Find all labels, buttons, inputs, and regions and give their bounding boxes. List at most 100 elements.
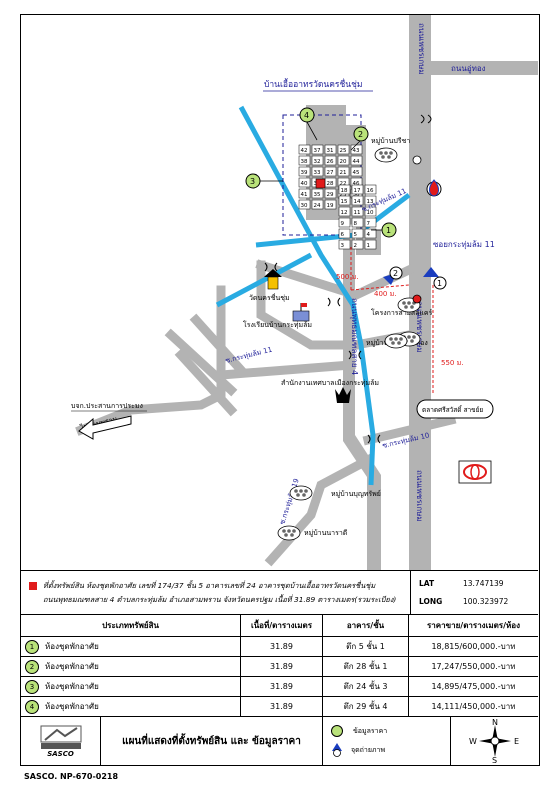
row-area: 31.89 xyxy=(241,637,323,656)
building-block-number: 18 xyxy=(341,188,348,194)
legend-panel: ที่ตั้งทรัพย์สิน ห้องชุดพักอาศัย เลขที่ … xyxy=(21,570,538,765)
legend-footer: SASCO แผนที่แสดงที่ตั้งทรัพย์สิน และ ข้อ… xyxy=(21,717,538,765)
building-block xyxy=(351,228,364,239)
row-building: ตึก 24 ชั้น 3 xyxy=(323,677,409,696)
row-number-badge: 3 xyxy=(25,679,39,694)
long-label: LONG xyxy=(419,596,443,606)
building-block-number: 25 xyxy=(340,148,347,154)
building-block-number: 37 xyxy=(314,148,321,154)
row-type: ห้องชุดพักอาศัย xyxy=(45,642,99,651)
house-dot xyxy=(391,341,395,345)
row-building: ตึก 28 ชั้น 1 xyxy=(323,657,409,676)
village-area: 4237312543383226204439332721454034282246… xyxy=(282,105,381,255)
building-block xyxy=(311,199,324,210)
village-house-icon xyxy=(374,147,398,163)
house-dot xyxy=(399,337,403,341)
building-block-number: 17 xyxy=(354,188,361,194)
header-price: ราคาขาย/ตารางเมตร/ห้อง xyxy=(427,621,520,630)
label-mu-ban-pricha: หมู่บ้านปรีชา xyxy=(371,137,410,145)
header-area: เนื้อที่/ตารางเมตร xyxy=(241,615,323,636)
building-block xyxy=(364,184,377,195)
house-dot xyxy=(379,151,383,155)
building-block xyxy=(324,188,337,199)
house-dot xyxy=(287,529,291,533)
building-block-number: 21 xyxy=(340,170,347,176)
house-dot xyxy=(407,301,411,305)
building-block xyxy=(337,155,350,166)
building-block xyxy=(351,184,364,195)
building-block xyxy=(311,166,324,177)
description-line-1: ที่ตั้งทรัพย์สิน ห้องชุดพักอาศัย เลขที่ … xyxy=(43,580,376,590)
building-block xyxy=(364,195,377,206)
sasco-logo-text: SASCO xyxy=(47,750,74,758)
road-label-petchkasem-mid: ถนนเพชรเกษม xyxy=(415,301,424,353)
row-price: 14,895/475,000.-บาท xyxy=(431,682,516,691)
building-block-number: 29 xyxy=(327,192,334,198)
station-icon-2 xyxy=(412,155,422,304)
building-block-number: 28 xyxy=(327,181,334,187)
price-key-icon xyxy=(331,725,343,737)
road-label-uthong: ถนนอู่ทอง xyxy=(451,64,486,74)
building-block-number: 10 xyxy=(367,210,374,216)
photo-point-1: 1 xyxy=(423,267,447,290)
village-house-icon xyxy=(289,485,313,501)
house-dot xyxy=(397,341,401,345)
building-block xyxy=(311,188,324,199)
building-block-number: 41 xyxy=(301,192,308,198)
building-block-number: 27 xyxy=(327,170,334,176)
phutthamonthon-road xyxy=(343,235,381,570)
price-key-label: ข้อมูลราคา xyxy=(353,726,388,735)
compass-n: N xyxy=(492,719,498,727)
house-dot xyxy=(410,339,414,343)
house-dot xyxy=(296,493,300,497)
subject-property-marker xyxy=(315,178,326,189)
house-dot xyxy=(284,533,288,537)
building-block xyxy=(324,155,337,166)
building-block xyxy=(364,239,377,250)
label-wat: วัดนครชื่นชุ่ม xyxy=(249,293,290,302)
house-dot xyxy=(387,155,391,159)
building-block-number: 13 xyxy=(367,199,374,205)
compass-w: W xyxy=(469,737,477,746)
gas-station-icon xyxy=(426,179,442,197)
building-block xyxy=(311,144,324,155)
building-block-number: 8 xyxy=(354,221,358,227)
price-marker-3-label: 3 xyxy=(250,177,255,186)
building-block xyxy=(324,144,337,155)
building-block-number: 24 xyxy=(314,203,321,209)
road-label-petchkasem-bottom: ถนนเพชรเกษม xyxy=(415,470,424,522)
row-price: 18,815/600,000.-บาท xyxy=(431,642,516,651)
photo-point-2-label: 2 xyxy=(393,269,398,278)
row-area: 31.89 xyxy=(241,677,323,696)
village-house-icon xyxy=(384,333,408,349)
house-dot xyxy=(290,533,294,537)
building-block-number: 7 xyxy=(367,221,371,227)
building-block-number: 14 xyxy=(354,199,361,205)
building-block-number: 22 xyxy=(340,181,347,187)
government-emblem-icon xyxy=(335,387,351,403)
row-type: ห้องชุดพักอาศัย xyxy=(45,682,99,691)
label-post: บจก.ประสานการประมง xyxy=(71,402,143,410)
building-block-number: 2 xyxy=(354,243,358,249)
building-block-number: 20 xyxy=(340,159,347,165)
building-block-number: 32 xyxy=(314,159,321,165)
market-label-box xyxy=(416,399,494,419)
building-block-number: 15 xyxy=(341,199,348,205)
distance-550: 550 ม. xyxy=(441,359,463,367)
building-block-number: 12 xyxy=(341,210,348,216)
building-block-number: 40 xyxy=(301,181,308,187)
lat-value: 13.747139 xyxy=(463,578,504,588)
building-block xyxy=(337,144,350,155)
label-office: สำนักงานเทศบาลเมืองกระทุ่มล้ม xyxy=(281,379,379,387)
temple-icon xyxy=(264,269,282,290)
long-value: 100.323972 xyxy=(463,596,509,606)
building-block-number: 42 xyxy=(301,148,308,154)
building-block-number: 39 xyxy=(301,170,308,176)
sasco-logo: SASCO xyxy=(21,717,101,765)
building-block-number: 36 xyxy=(353,192,360,198)
building-block xyxy=(351,239,364,250)
building-block-number: 30 xyxy=(301,203,308,209)
header-building: อาคาร/ชั้น xyxy=(323,615,409,636)
